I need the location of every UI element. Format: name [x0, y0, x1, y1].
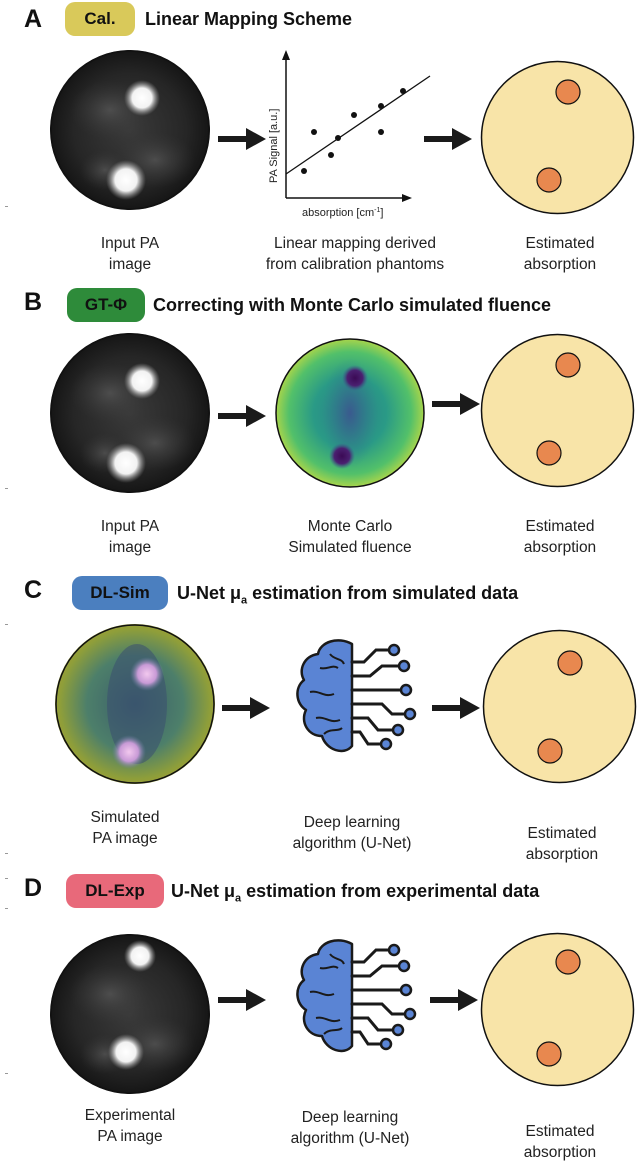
pa-image-input — [50, 333, 210, 493]
caption-middle: Deep learning algorithm (U-Net) — [290, 1109, 410, 1147]
edge-tick — [5, 488, 8, 489]
edge-tick — [5, 908, 8, 909]
estimated-absorption-map — [482, 629, 637, 784]
edge-tick — [5, 1073, 8, 1074]
caption-right: Estimated absorption — [523, 518, 597, 556]
arrow-right-icon — [432, 393, 480, 415]
arrow-right-icon — [218, 989, 266, 1011]
panel-letter: B — [24, 288, 43, 316]
caption-middle: Linear mapping derived from calibration … — [265, 235, 445, 273]
arrow-right-icon — [222, 697, 270, 719]
data-point — [378, 103, 384, 109]
method-pill-label: GT-Φ — [84, 295, 128, 314]
pa-image-input — [50, 50, 210, 210]
panel-title: Correcting with Monte Carlo simulated fl… — [153, 295, 552, 315]
plot-points — [301, 88, 406, 174]
estimated-absorption-map — [480, 333, 635, 488]
method-pill-cal: Cal. — [65, 2, 135, 36]
inclusion-bottom — [536, 167, 562, 193]
data-point — [351, 112, 357, 118]
plot-ylabel: PA Signal [a.u.] — [268, 109, 280, 183]
method-pill-gt: GT-Φ — [67, 288, 145, 322]
panel-title: Linear Mapping Scheme — [145, 9, 353, 29]
caption-right: Estimated absorption — [525, 825, 599, 863]
caption-right: Estimated absorption — [523, 1123, 597, 1161]
simulated-pa-image — [55, 624, 215, 784]
method-pill-label: Cal. — [84, 9, 116, 28]
caption-left: Simulated PA image — [90, 809, 160, 847]
panel-letter: A — [24, 5, 43, 33]
inclusion-top — [557, 650, 583, 676]
edge-tick — [5, 878, 8, 879]
method-pill-dlsim: DL-Sim — [72, 576, 168, 610]
edge-tick — [5, 206, 8, 207]
arrow-right-icon — [432, 697, 480, 719]
caption-left: Input PA image — [100, 518, 160, 556]
plot-xlabel: absorption [cm-1] — [302, 207, 383, 219]
method-pill-dlexp: DL-Exp — [66, 874, 164, 908]
edge-tick — [5, 853, 8, 854]
inclusion-top — [555, 949, 581, 975]
method-pill-label: DL-Exp — [85, 881, 145, 900]
caption-left: Input PA image — [100, 235, 160, 273]
caption-right: Estimated absorption — [523, 235, 597, 273]
inclusion-bottom — [537, 738, 563, 764]
data-point — [328, 152, 334, 158]
data-point — [378, 129, 384, 135]
method-pill-label: DL-Sim — [90, 583, 150, 602]
inclusion-bottom — [536, 440, 562, 466]
data-point — [301, 168, 307, 174]
caption-left: Experimental PA image — [84, 1107, 176, 1145]
neural-network-brain-icon — [296, 639, 417, 753]
neural-network-brain-icon — [296, 939, 417, 1053]
monte-carlo-fluence-map — [275, 338, 425, 488]
pa-image-experimental — [50, 934, 210, 1094]
arrow-right-icon — [218, 405, 266, 427]
data-point — [311, 129, 317, 135]
panel-title: U-Net μa estimation from experimental da… — [171, 881, 540, 905]
data-point — [400, 88, 406, 94]
arrow-right-icon — [424, 128, 472, 150]
fluence-dark-spot — [329, 443, 355, 469]
inclusion-top — [555, 79, 581, 105]
linear-mapping-plot: PA Signal [a.u.] absorption [cm-1] — [268, 50, 431, 219]
estimated-absorption-map — [480, 60, 635, 215]
panel-title: U-Net μa estimation from simulated data — [177, 583, 519, 607]
fluence-dark-spot — [342, 365, 368, 391]
caption-middle: Monte Carlo Simulated fluence — [288, 518, 412, 556]
inclusion-top — [555, 352, 581, 378]
estimated-absorption-map — [480, 932, 635, 1087]
panel-letter: C — [24, 576, 43, 604]
sim-spot-top — [130, 657, 164, 691]
sim-spot-bottom — [112, 735, 146, 769]
inclusion-bottom — [536, 1041, 562, 1067]
data-point — [335, 135, 341, 141]
arrow-right-icon — [218, 128, 266, 150]
edge-tick — [5, 624, 8, 625]
caption-middle: Deep learning algorithm (U-Net) — [292, 814, 412, 852]
panel-letter: D — [24, 874, 43, 902]
arrow-right-icon — [430, 989, 478, 1011]
